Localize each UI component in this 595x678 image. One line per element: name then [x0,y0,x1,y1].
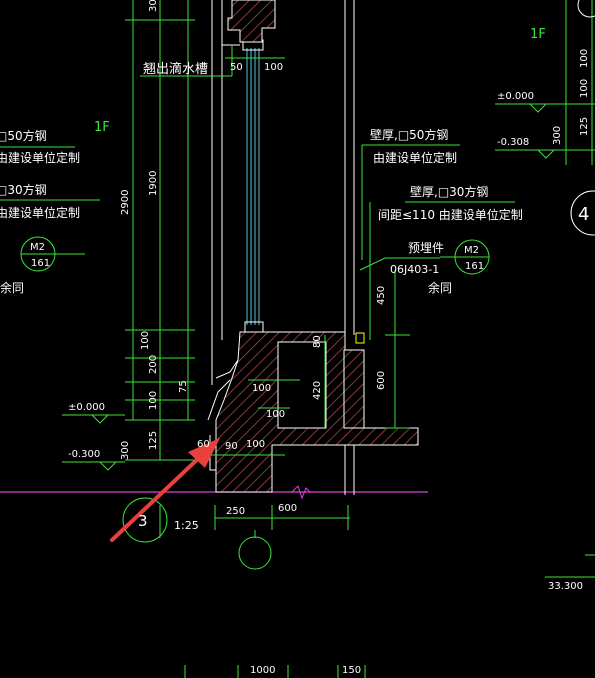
dim-150: 150 [342,665,361,676]
section-scale: 1:25 [174,519,199,532]
sill-cavity [277,341,327,429]
elevation-right-top: ±0.000 [497,91,534,102]
section-number: 3 [138,512,148,530]
dimension-texts: 300 2900 1900 100 200 75 100 300 125 50 … [120,0,590,676]
left-same-label: 余同 [0,280,24,295]
elevation-left-bottom: -0.300 [68,449,100,460]
right-callout-top: M2 [464,245,479,256]
dim-2900: 2900 [120,190,131,215]
embedded-ref: 06J403-1 [390,263,439,276]
left-callout-top: M2 [30,242,45,253]
dim-60: 60 [197,439,210,450]
left-steel-30-label: □30方钢 [0,182,47,197]
embedded-label: 预埋件 [408,241,444,255]
right-steel-30-label: 壁厚,□30方钢 [410,184,488,199]
right-steel-50-note: 由建设单位定制 [373,150,457,165]
right-callout-bottom: 161 [465,261,484,272]
dim-100-a: 100 [140,331,151,350]
left-steel-30-note: 由建设单位定制 [0,205,80,220]
dim-75: 75 [178,380,189,393]
lintel-hatch [227,0,276,43]
dim-100-inner: 100 [266,409,285,420]
elevation-markers [91,103,555,471]
drip-groove-label: 翘出滴水槽 [143,61,208,77]
dim-100-mid: 100 [252,383,271,394]
left-callout-bottom: 161 [31,258,50,269]
right-same-label: 余同 [428,280,452,295]
dim-300-left: 300 [120,441,131,460]
dim-300-r: 300 [552,126,563,145]
elevation-far-right: 33.300 [548,581,583,592]
section-circle [122,497,168,543]
axis-circle-right [570,190,595,236]
floor-label-right: 1F [530,27,546,42]
dim-250: 250 [226,506,245,517]
corner-circle [577,0,595,18]
red-annotation-arrow [110,438,220,542]
dim-100-b: 100 [148,391,159,410]
dim-125-r: 125 [579,117,590,136]
dim-100-r1: 100 [579,49,590,68]
wall-outline [211,0,355,495]
left-steel-50-label: □50方钢 [0,128,47,143]
dim-600-bottom: 600 [278,503,297,514]
left-steel-50-note: 由建设单位定制 [0,150,80,165]
elevation-right-bottom: -0.308 [497,137,529,148]
dim-600-right: 600 [376,371,387,390]
elevation-left-top: ±0.000 [68,402,105,413]
floor-label-left: 1F [94,120,110,135]
dim-1900: 1900 [148,171,159,196]
break-mark [291,485,311,500]
window-glazing [246,48,260,325]
dim-50: 50 [230,62,243,73]
dim-80: 80 [312,335,323,348]
dim-420: 420 [312,381,323,400]
dim-100-bottom: 100 [246,439,265,450]
right-steel-30-note: 间距≤110 由建设单位定制 [378,207,523,222]
dim-1000: 1000 [250,665,275,676]
right-axis-number: 4 [578,204,589,225]
detail-callouts [20,0,595,570]
dim-100-top: 100 [264,62,283,73]
dim-200: 200 [148,355,159,374]
dim-125-left: 125 [148,431,159,450]
dim-90: 90 [225,441,238,452]
axis-circle-bottom [238,536,272,570]
dim-100-r2: 100 [579,79,590,98]
dim-300-top: 300 [148,0,159,12]
dim-450: 450 [376,286,387,305]
right-steel-50-label: 壁厚,□50方钢 [370,127,448,142]
